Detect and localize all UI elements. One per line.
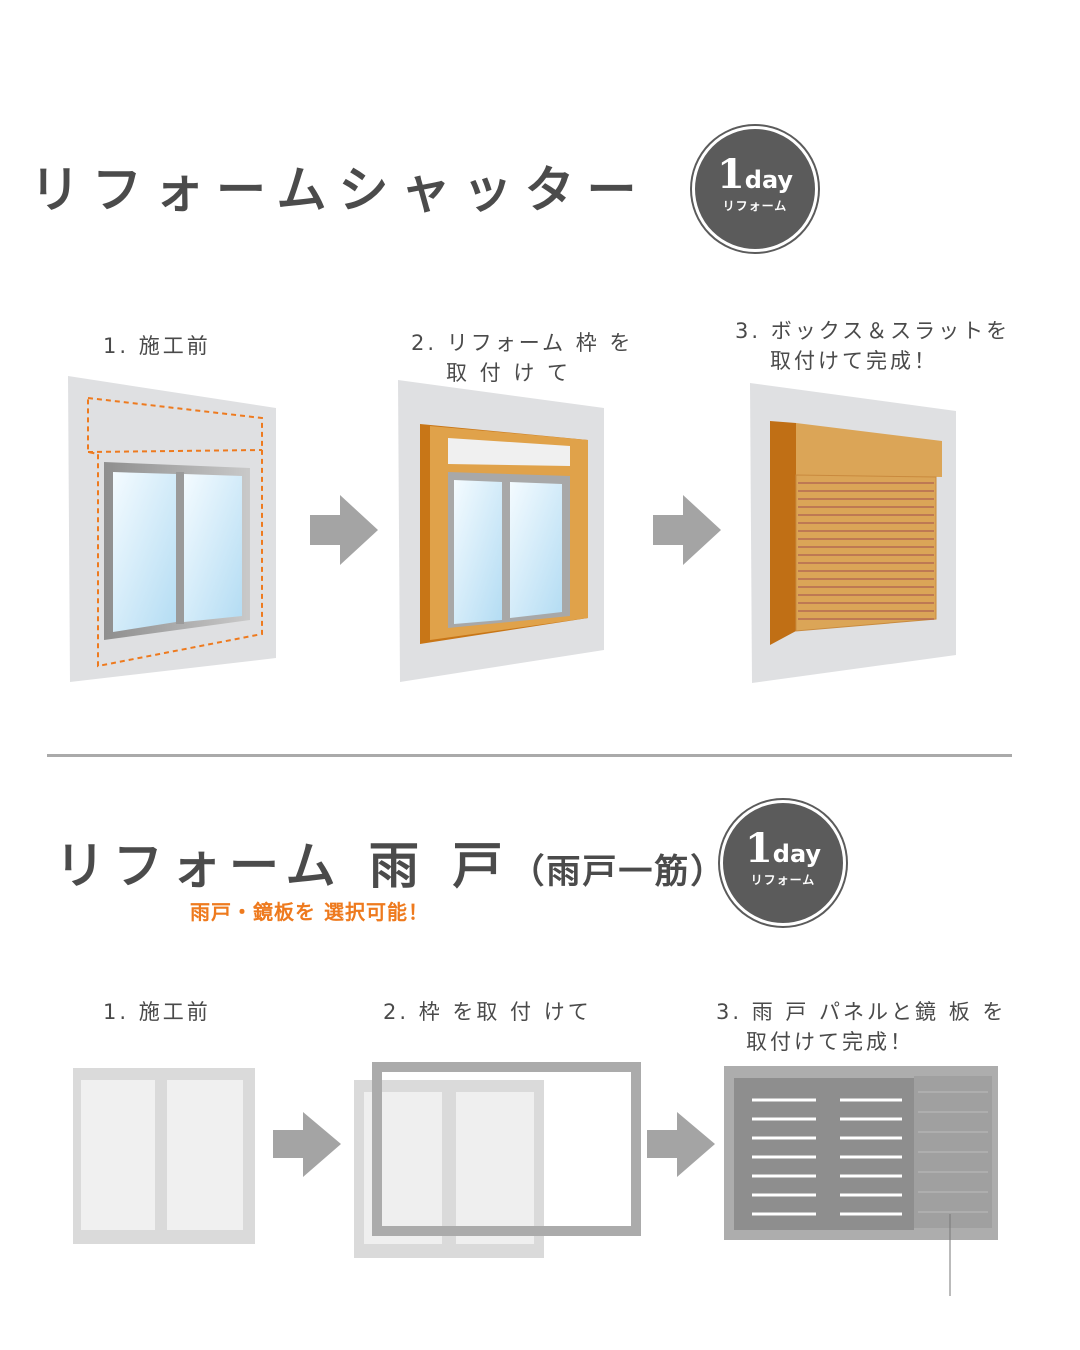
shutter-slats: [795, 474, 937, 632]
new-rail-frame: [372, 1062, 641, 1236]
section2-title: リフォーム 雨 戸（雨戸一筋）: [55, 826, 726, 898]
s1-before-illustration: [68, 376, 276, 682]
pocket-lines: [918, 1091, 988, 1213]
s1-shutter-illustration: [750, 383, 956, 683]
window-glass-right: [510, 482, 562, 618]
s2-before-illustration: [73, 1068, 255, 1244]
shutter-side: [770, 421, 796, 645]
window-pane-right: [167, 1080, 243, 1230]
s2-arrow-2: [647, 1112, 715, 1177]
badge-sub: リフォーム: [722, 199, 788, 213]
s1-arrow-1: [310, 495, 378, 565]
box-opening: [448, 438, 570, 466]
slat-lines: [798, 482, 934, 620]
badge-day: day: [772, 840, 822, 868]
window-glass-right: [184, 474, 242, 622]
one-day-badge: 1day リフォーム: [692, 126, 818, 252]
selectable-note: 雨戸・鏡板を 選択可能！: [190, 900, 429, 924]
window-glass-left: [454, 480, 502, 624]
s2-step1-label: 1. 施工前: [103, 1000, 211, 1024]
s2-step3-label: 3. 雨 戸 パネルと鏡 板 を 取付けて完成！: [716, 1000, 1007, 1054]
window-glass-left: [113, 472, 176, 632]
window-pane-left: [81, 1080, 155, 1230]
panel-louvers: [752, 1098, 902, 1216]
s2-frame-illustration: [354, 1062, 641, 1258]
s1-step3-label: 3. ボックス＆スラットを 取付けて完成！: [735, 319, 1011, 373]
window-pane-right: [456, 1092, 534, 1244]
badge-day: day: [744, 166, 794, 194]
badge-number: 1: [744, 825, 773, 872]
storm-door-panel-left: [734, 1078, 830, 1230]
badge-number: 1: [716, 151, 745, 198]
s1-step2-label: 2. リフォーム 枠 を 取 付 け て: [411, 331, 634, 385]
badge-sub: リフォーム: [750, 873, 816, 887]
storm-door-panel-right: [828, 1078, 914, 1230]
s2-amado-illustration: [724, 1066, 998, 1296]
dashed-outline: [87, 396, 263, 668]
s1-step1-label: 1. 施工前: [103, 334, 211, 358]
section2-title-paren: （雨戸一筋）: [510, 852, 727, 892]
section-divider: [47, 754, 1012, 757]
s1-frame-illustration: [398, 380, 604, 682]
s1-arrow-2: [653, 495, 721, 565]
section1-title: リフォームシャッター: [30, 161, 649, 219]
s2-step2-label: 2. 枠 を取 付 けて: [383, 1000, 592, 1024]
s2-arrow-1: [273, 1112, 341, 1177]
shutter-box: [796, 423, 942, 477]
section2-title-main: リフォーム 雨 戸: [55, 837, 511, 895]
one-day-badge: 1day リフォーム: [720, 800, 846, 926]
